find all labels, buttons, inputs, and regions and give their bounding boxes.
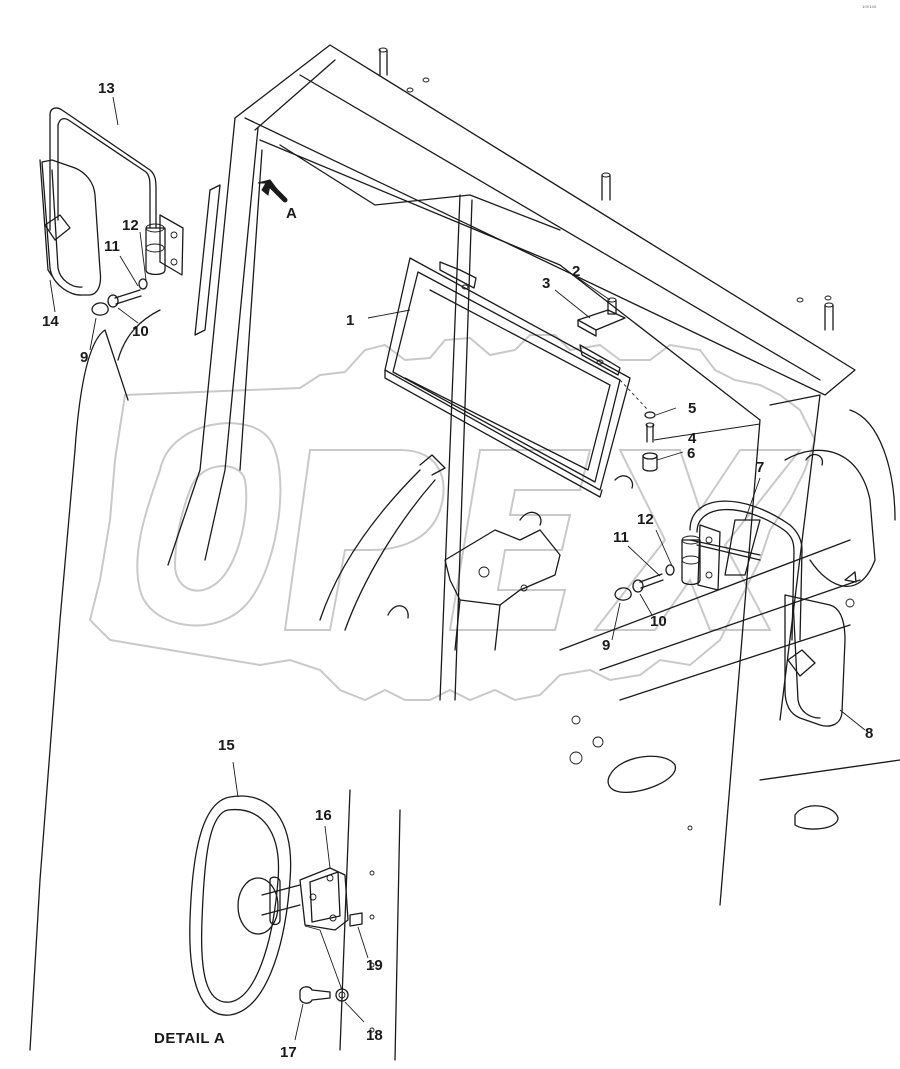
- detail-a-drawing: [189, 789, 401, 1061]
- cab-frame: [29, 44, 900, 1051]
- callout-8: 8: [865, 725, 873, 742]
- callout-9-right: 9: [602, 637, 610, 654]
- callout-9-left: 9: [80, 349, 88, 366]
- callout-13: 13: [98, 80, 115, 97]
- callout-15: 15: [218, 737, 235, 754]
- callout-14: 14: [42, 313, 59, 330]
- callout-6: 6: [687, 445, 695, 462]
- detail-a-caption: DETAIL A: [154, 1030, 225, 1047]
- callout-10-left: 10: [132, 323, 149, 340]
- callout-2: 2: [572, 263, 580, 280]
- view-arrow-a: A: [257, 179, 297, 222]
- visor-bracket: [577, 297, 626, 337]
- callout-5: 5: [688, 400, 696, 417]
- callout-17: 17: [280, 1044, 297, 1061]
- right-mirror-assembly: [614, 500, 846, 727]
- callout-3: 3: [542, 275, 550, 292]
- callout-12-left: 12: [122, 217, 139, 234]
- callout-16: 16: [315, 807, 332, 824]
- callout-11-left: 11: [104, 238, 120, 255]
- callout-4: 4: [688, 430, 697, 447]
- callout-18: 18: [366, 1027, 383, 1044]
- callout-12-right: 12: [637, 511, 654, 528]
- sun-visor-panel: [384, 257, 631, 498]
- callout-7: 7: [756, 459, 764, 476]
- watermark-logo: [88, 334, 817, 702]
- callout-10-right: 10: [650, 613, 667, 630]
- leader-lines: [49, 96, 866, 1041]
- callout-1: 1: [346, 312, 354, 329]
- callouts: 1 2 3 4 5 6 7 8 9 9 10 10 11 11 12 12 13…: [42, 80, 873, 1061]
- view-marker-label: A: [286, 205, 297, 222]
- callout-19: 19: [366, 957, 383, 974]
- hardware-4-5-6: [619, 379, 658, 472]
- callout-11-right: 11: [613, 529, 629, 546]
- corner-mark: ¹⁰⁰¹⁰⁶: [862, 5, 877, 12]
- left-mirror-assembly: [39, 107, 184, 316]
